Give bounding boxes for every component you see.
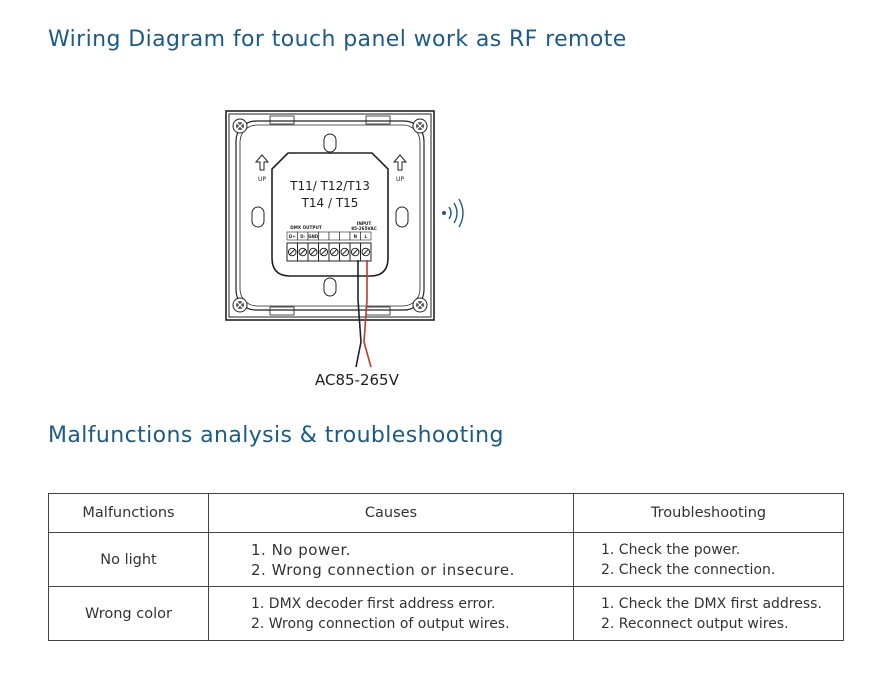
wireless-signal-icon bbox=[442, 198, 464, 228]
terminal-screw-slot bbox=[352, 249, 359, 255]
table-header-row: Malfunctions Causes Troubleshooting bbox=[48, 493, 844, 533]
neutral-wire bbox=[355, 260, 362, 368]
terminal-screw-slot bbox=[341, 249, 348, 255]
terminal-screw-slot bbox=[289, 249, 296, 255]
svg-text:UP: UP bbox=[396, 176, 404, 183]
fix-line: 2. Reconnect output wires. bbox=[601, 615, 789, 632]
terminal-label: N bbox=[354, 234, 357, 239]
column-header: Causes bbox=[208, 493, 574, 533]
cause-line: 2. Wrong connection or insecure. bbox=[251, 560, 515, 579]
causes-cell: 1. DMX decoder first address error. 2. W… bbox=[208, 586, 574, 641]
fixes-cell: 1. Check the power. 2. Check the connect… bbox=[573, 532, 844, 587]
cause-line: 2. Wrong connection of output wires. bbox=[251, 615, 510, 632]
terminal-label: L bbox=[364, 234, 367, 239]
malfunctions-heading: Malfunctions analysis & troubleshooting bbox=[48, 423, 504, 448]
terminal-screw-slot bbox=[320, 249, 327, 255]
terminal-group-input-line2: 85-265VAC bbox=[351, 226, 377, 231]
model-label-line1: T11/ T12/T13 bbox=[289, 179, 370, 193]
column-header: Malfunctions bbox=[48, 493, 209, 533]
up-arrow-icon: UP bbox=[392, 154, 408, 183]
cause-line: 1. DMX decoder first address error. bbox=[251, 595, 496, 612]
up-arrow-icon: UP bbox=[254, 154, 270, 183]
wiring-diagram: UP UP T11/ T12/T13 T14 / T15 DMX OUTPUT … bbox=[225, 110, 464, 368]
terminal-label-box bbox=[339, 231, 351, 241]
malfunction-cell: No light bbox=[48, 532, 209, 587]
table-row: No light 1. No power. 2. Wrong connectio… bbox=[48, 532, 844, 587]
model-label-line2: T14 / T15 bbox=[301, 196, 359, 210]
troubleshooting-table: Malfunctions Causes Troubleshooting No l… bbox=[48, 493, 844, 641]
fix-line: 1. Check the power. bbox=[601, 541, 741, 558]
panel-frame-inner bbox=[228, 113, 432, 318]
fixes-cell: 1. Check the DMX first address. 2. Recon… bbox=[573, 586, 844, 641]
malfunction-cell: Wrong color bbox=[48, 586, 209, 641]
terminal-screw-slot bbox=[310, 249, 317, 255]
terminal-group-output: DMX OUTPUT bbox=[290, 225, 322, 230]
mounting-bracket bbox=[235, 120, 425, 311]
screw-icon bbox=[412, 297, 428, 313]
panel-frame bbox=[225, 110, 435, 321]
terminal-screw-slot bbox=[299, 249, 306, 255]
live-wire bbox=[363, 260, 372, 368]
svg-text:UP: UP bbox=[258, 176, 266, 183]
supply-voltage-label: AC85-265V bbox=[315, 371, 399, 389]
screw-icon bbox=[232, 118, 248, 134]
cause-line: 1. No power. bbox=[251, 540, 351, 559]
terminal-label-box bbox=[318, 231, 330, 241]
screw-icon bbox=[412, 118, 428, 134]
fix-line: 1. Check the DMX first address. bbox=[601, 595, 822, 612]
terminal-label-box bbox=[360, 231, 372, 241]
terminal-label: D- bbox=[300, 234, 305, 239]
screw-icon bbox=[232, 297, 248, 313]
terminal-screw-slot bbox=[331, 249, 338, 255]
wiring-diagram-heading: Wiring Diagram for touch panel work as R… bbox=[48, 27, 627, 52]
fix-line: 2. Check the connection. bbox=[601, 561, 776, 578]
terminal-label: GND bbox=[308, 234, 319, 239]
table-row: Wrong color 1. DMX decoder first address… bbox=[48, 586, 844, 641]
terminal-label-box bbox=[328, 231, 340, 241]
causes-cell: 1. No power. 2. Wrong connection or inse… bbox=[208, 532, 574, 587]
terminal-screw-slot bbox=[362, 249, 369, 255]
terminal-group-input-line1: INPUT bbox=[357, 221, 372, 226]
terminal-label: D+ bbox=[289, 234, 296, 239]
column-header: Troubleshooting bbox=[573, 493, 844, 533]
